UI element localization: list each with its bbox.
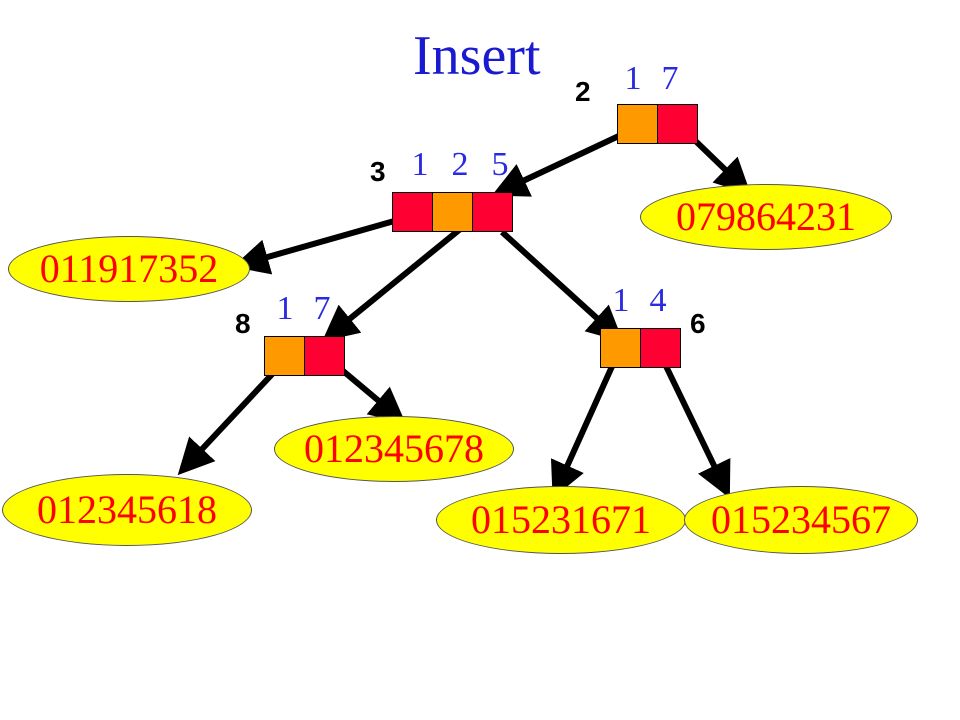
node-8-cell: [305, 336, 345, 376]
node-3-cell: [473, 192, 513, 232]
node-8: [264, 336, 345, 376]
node-3-digit: 2: [451, 146, 469, 183]
node-3-digits: 1 2 5: [400, 148, 520, 182]
node-3-cell: [433, 192, 473, 232]
node-8-cell: [264, 336, 305, 376]
node-6-cell: [641, 328, 681, 368]
leaf-012345618: 012345618: [2, 474, 252, 546]
leaf-079864231: 079864231: [640, 184, 892, 250]
node-2-number: 2: [575, 76, 591, 107]
node-6-digit: 4: [649, 282, 667, 319]
leaf-015234567: 015234567: [684, 486, 918, 554]
node-2-cell: [658, 104, 698, 144]
node-6-number: 6: [690, 308, 706, 339]
node-2: [617, 104, 698, 144]
edge-n3-to-n6: [499, 229, 624, 343]
node-3-cell: [392, 192, 433, 232]
node-3-number: 3: [370, 156, 386, 187]
node-8-digits: 1 7: [268, 292, 342, 326]
node-2-cell: [617, 104, 658, 144]
edge-n6-to-leaf-015234567: [661, 360, 731, 499]
node-2-digit: 1: [624, 60, 642, 97]
leaf-015231671: 015231671: [436, 486, 686, 554]
node-6-digit: 1: [612, 282, 630, 319]
edge-n3-to-n8: [322, 223, 466, 342]
leaf-012345678: 012345678: [274, 416, 514, 482]
node-8-digit: 7: [313, 290, 331, 327]
node-3: [392, 192, 513, 232]
node-8-digit: 1: [276, 290, 294, 327]
edge-n3-to-leaf-011917352: [232, 213, 413, 275]
node-3-digit: 5: [491, 146, 509, 183]
node-6-cell: [600, 328, 641, 368]
node-8-number: 8: [235, 308, 251, 339]
node-2-digit: 7: [661, 60, 679, 97]
node-6-digits: 1 4: [604, 284, 678, 318]
node-3-digit: 1: [411, 146, 429, 183]
diagram-title: Insert: [413, 25, 541, 87]
node-6: [600, 328, 681, 368]
edge-n8-to-leaf-012345618: [177, 367, 279, 476]
leaf-011917352: 011917352: [8, 236, 250, 302]
node-2-digits: 1 7: [618, 62, 692, 96]
edge-n6-to-leaf-015231671: [550, 360, 617, 499]
